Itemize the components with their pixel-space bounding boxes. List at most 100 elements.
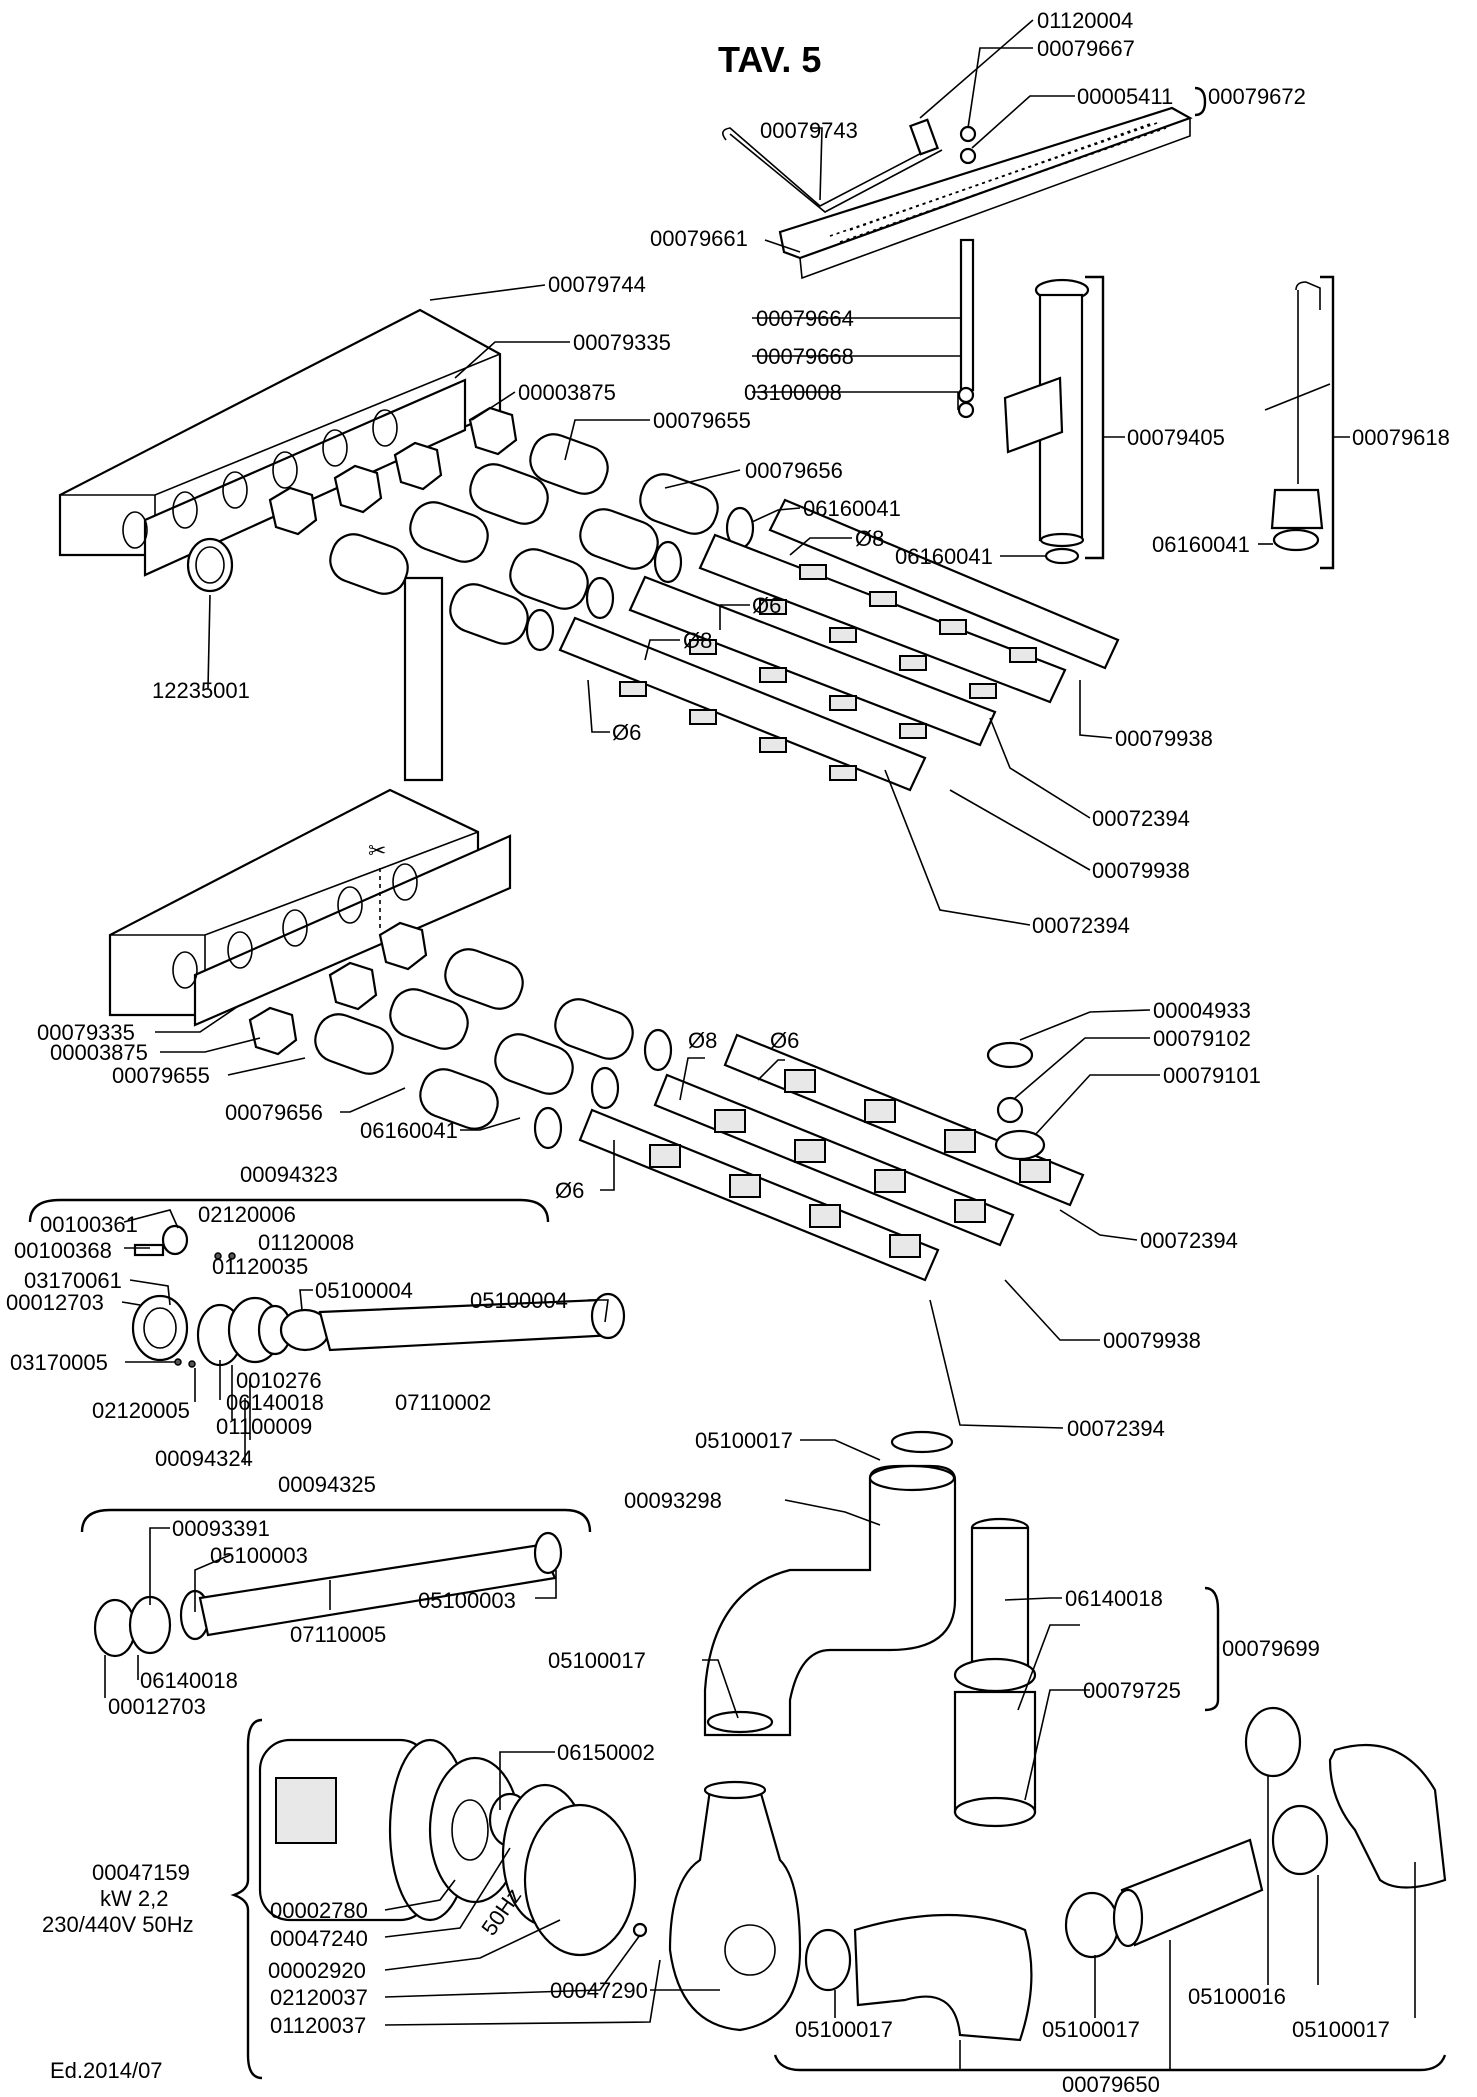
label-01100009: 01100009 bbox=[216, 1414, 312, 1439]
fitting-12235001 bbox=[186, 537, 234, 593]
clamp-05100017-mid bbox=[706, 1710, 774, 1734]
label-06160041-standpipe: 06160041 bbox=[895, 544, 993, 569]
label-05100017-bottom-c: 05100017 bbox=[1292, 2017, 1390, 2042]
rod-handle-2 bbox=[729, 133, 943, 213]
edition-label: Ed.2014/07 bbox=[50, 2058, 163, 2083]
label-00079335-lower: 00079335 bbox=[37, 1020, 135, 1045]
label-dia6-upper-b: Ø6 bbox=[612, 720, 641, 745]
standpipe-00079405 bbox=[1003, 278, 1090, 565]
label-07110005: 07110005 bbox=[290, 1622, 386, 1647]
label-00005411: 00005411 bbox=[1077, 84, 1173, 109]
label-00003875-lower: 00003875 bbox=[50, 1040, 148, 1065]
label-00094324: 00094324 bbox=[155, 1446, 253, 1471]
label-dia6-lower-b: Ø6 bbox=[555, 1178, 584, 1203]
scissors-mark: ✂ bbox=[368, 838, 386, 863]
tray-edge bbox=[799, 118, 1191, 280]
label-00079938-upper-b: 00079938 bbox=[1092, 858, 1190, 883]
label-06160041-float: 06160041 bbox=[1152, 532, 1250, 557]
label-00079101: 00079101 bbox=[1163, 1063, 1261, 1088]
label-00079667: 00079667 bbox=[1037, 36, 1135, 61]
leader-lines bbox=[104, 19, 1416, 2070]
label-00079668: 00079668 bbox=[756, 344, 854, 369]
label-00079656-upper: 00079656 bbox=[745, 458, 843, 483]
label-00093298: 00093298 bbox=[624, 1488, 722, 1513]
label-05100017-bottom-a: 05100017 bbox=[795, 2017, 893, 2042]
rod-handle bbox=[722, 127, 936, 207]
label-00047240: 00047240 bbox=[270, 1926, 368, 1951]
part-labels: 01120004 00079667 00005411 00079672 0007… bbox=[6, 8, 1450, 2097]
elbow-00093298 bbox=[703, 1464, 957, 1737]
terminal-box bbox=[275, 1777, 337, 1844]
pump-volute-00047290 bbox=[668, 1788, 802, 2032]
label-12235001: 12235001 bbox=[152, 678, 250, 703]
nut-2 bbox=[959, 147, 977, 165]
label-00079650: 00079650 bbox=[1062, 2072, 1160, 2097]
tray-perforations bbox=[829, 121, 1167, 243]
label-00100368: 00100368 bbox=[14, 1238, 112, 1263]
pipe-kit bbox=[80, 1508, 592, 1658]
label-00072394-upper-b: 00072394 bbox=[1032, 913, 1130, 938]
label-01120004: 01120004 bbox=[1037, 8, 1133, 33]
filter-tray-assembly bbox=[722, 106, 1193, 419]
label-00079744: 00079744 bbox=[548, 272, 646, 297]
label-00012703-skimmer: 00012703 bbox=[6, 1290, 104, 1315]
lower-tube-nozzles bbox=[649, 1069, 1051, 1258]
label-dia6-upper-a: Ø6 bbox=[752, 593, 781, 618]
label-dia8-upper-a: Ø8 bbox=[855, 526, 884, 551]
label-01120035: 01120035 bbox=[212, 1254, 308, 1279]
sheet-title: TAV. 5 bbox=[718, 39, 821, 80]
label-00047159: 00047159 bbox=[92, 1860, 190, 1885]
gasket-00002920 bbox=[523, 1803, 637, 1957]
straight-hose bbox=[1120, 1838, 1264, 1947]
label-06140018-skimmer: 06140018 bbox=[226, 1390, 324, 1415]
bottom-piping-kit bbox=[773, 1706, 1447, 2072]
label-00002920: 00002920 bbox=[268, 1958, 366, 1983]
nozzle-base bbox=[994, 1129, 1046, 1161]
label-dia6-lower-a: Ø6 bbox=[770, 1028, 799, 1053]
pipe-07110005 bbox=[198, 1543, 557, 1637]
label-00079664: 00079664 bbox=[756, 306, 854, 331]
lower-distribution-tubes bbox=[578, 1033, 1085, 1282]
label-05100003-left: 05100003 bbox=[210, 1543, 308, 1568]
pump-group bbox=[230, 1718, 802, 2080]
label-02120037: 02120037 bbox=[270, 1985, 368, 2010]
label-00004933: 00004933 bbox=[1153, 998, 1251, 1023]
label-01120008: 01120008 bbox=[258, 1230, 354, 1255]
label-06140018-valve: 06140018 bbox=[1065, 1586, 1163, 1611]
label-00079618: 00079618 bbox=[1352, 425, 1450, 450]
label-00079699: 00079699 bbox=[1222, 1636, 1320, 1661]
label-00094325: 00094325 bbox=[278, 1472, 376, 1497]
label-06160041-upper: 06160041 bbox=[803, 496, 901, 521]
curved-hose bbox=[853, 1913, 1033, 2042]
label-00079656-lower: 00079656 bbox=[225, 1100, 323, 1125]
label-00079655-upper: 00079655 bbox=[653, 408, 751, 433]
label-00079335-upper: 00079335 bbox=[573, 330, 671, 355]
nut bbox=[959, 125, 977, 143]
label-03100008: 03100008 bbox=[744, 380, 842, 405]
nozzle-cap bbox=[986, 1041, 1034, 1069]
label-05100003-right: 05100003 bbox=[418, 1588, 516, 1613]
elbow-hose bbox=[1328, 1743, 1447, 1889]
upper-nuts-and-nipples bbox=[268, 406, 755, 652]
label-00079672: 00079672 bbox=[1208, 84, 1306, 109]
upper-distribution-tubes bbox=[558, 498, 1120, 792]
label-00002780: 00002780 bbox=[270, 1898, 368, 1923]
label-01120037: 01120037 bbox=[270, 2013, 366, 2038]
label-00079661: 00079661 bbox=[650, 226, 748, 251]
elbow-and-valve bbox=[703, 1430, 1220, 1828]
label-05100004-left: 05100004 bbox=[315, 1278, 413, 1303]
skimmer-kit bbox=[28, 1198, 626, 1368]
label-voltage: 230/440V 50Hz bbox=[42, 1912, 194, 1937]
label-02120005: 02120005 bbox=[92, 1398, 190, 1423]
label-03170061: 03170061 bbox=[24, 1268, 122, 1293]
label-0010276: 0010276 bbox=[236, 1368, 322, 1393]
label-05100016: 05100016 bbox=[1188, 1984, 1286, 2009]
label-00079938-upper-a: 00079938 bbox=[1115, 726, 1213, 751]
label-00079938-lower: 00079938 bbox=[1103, 1328, 1201, 1353]
label-06140018-pipekit: 06140018 bbox=[140, 1668, 238, 1693]
label-00079655-lower: 00079655 bbox=[112, 1063, 210, 1088]
label-00012703-pipekit: 00012703 bbox=[108, 1694, 206, 1719]
bracket bbox=[909, 118, 939, 156]
